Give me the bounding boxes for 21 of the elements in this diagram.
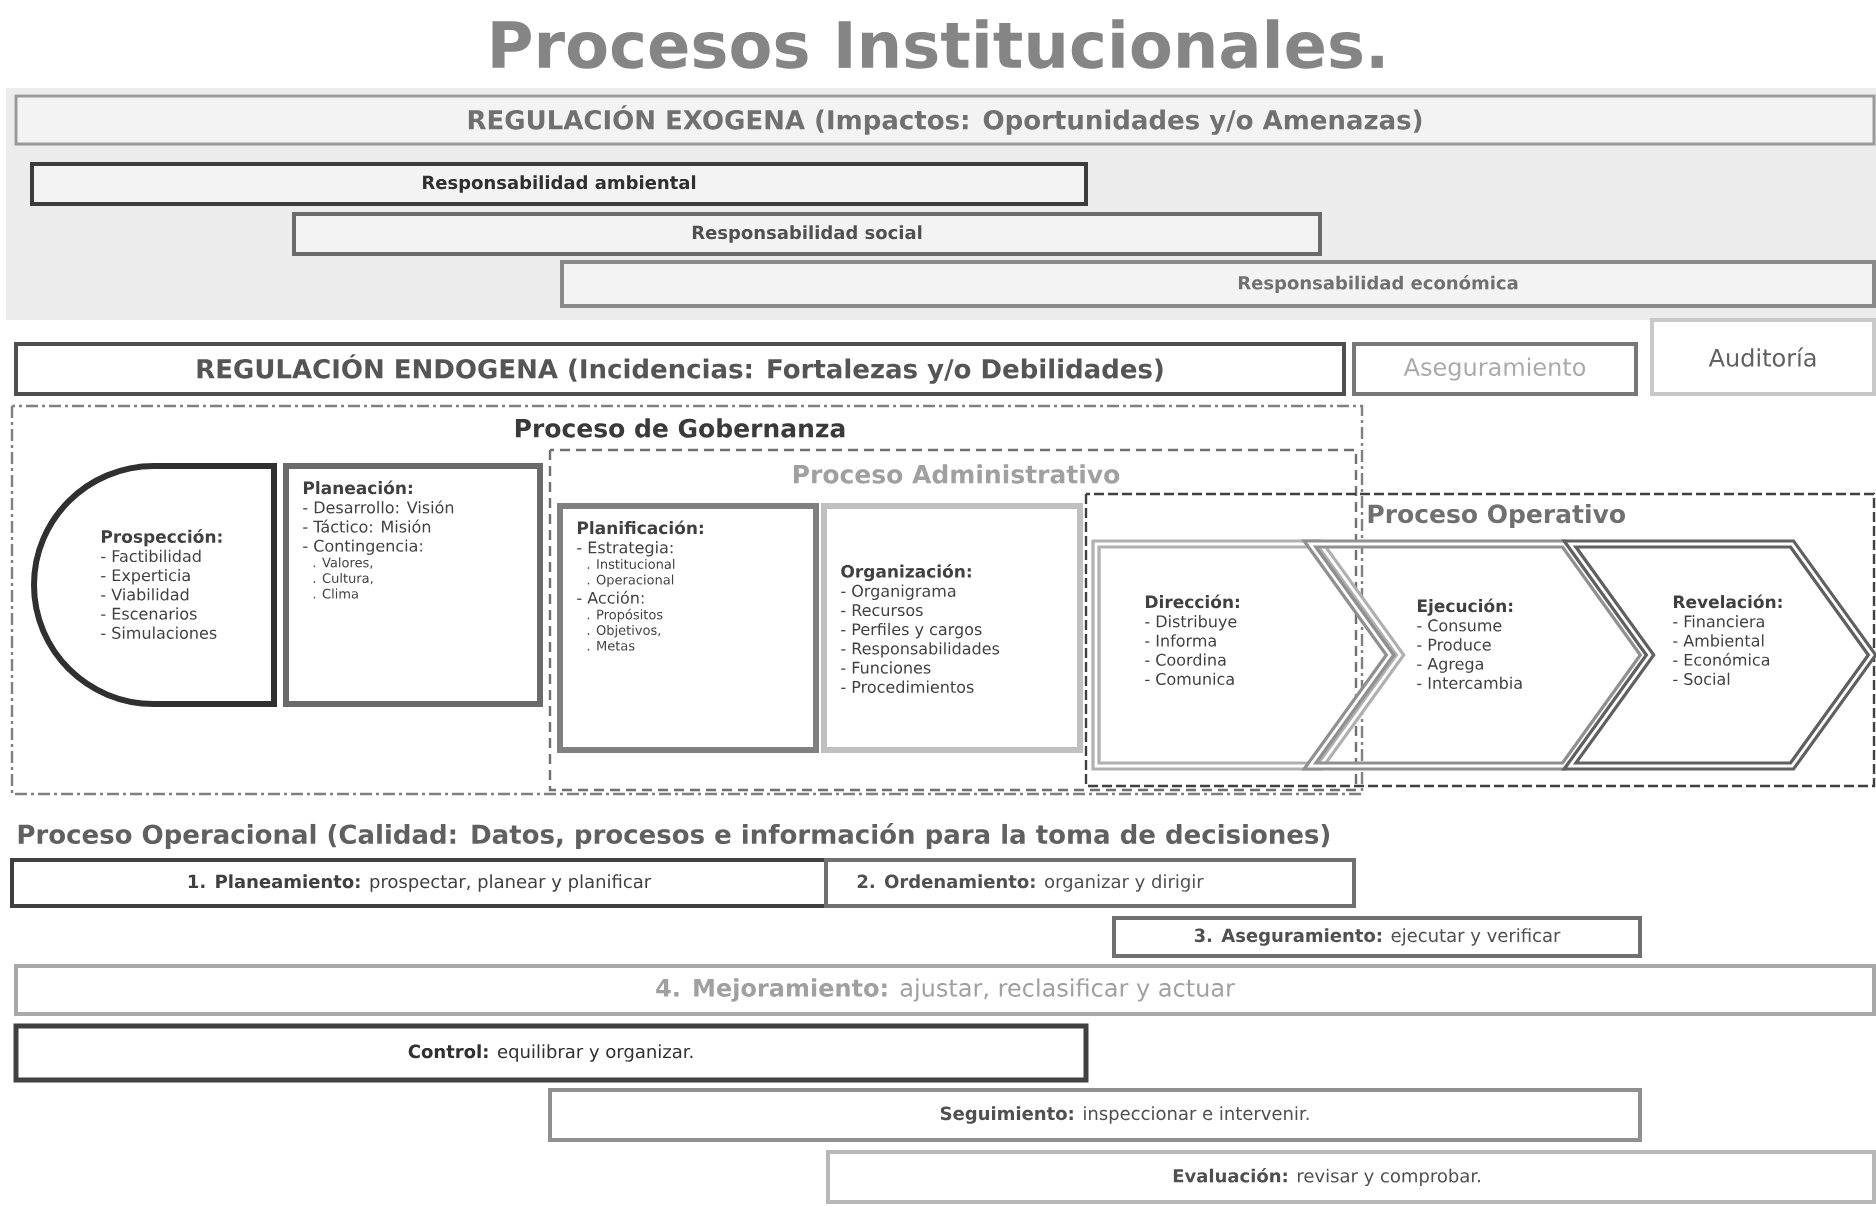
responsibility-bar: Responsabilidad económica: [560, 260, 1876, 308]
half-round-box: Prospección: - Factibilidad - Experticia - Viabilidad - Escenarios - Simulaciones: [31, 463, 277, 707]
chevron-box: Ejecución: - Consume - Produce - Agrega - Intercambia: [1301, 539, 1650, 771]
section-heading: Proceso Operacional (Calidad: Datos, procesos e información para la toma de decisiones): [18, 822, 1330, 850]
stage-bar: 4. Mejoramiento: ajustar, reclasificar y actuar: [14, 964, 1876, 1016]
header-bar: REGULACIÓN EXOGENA (Impactos: Oportunidades y/o Amenazas): [14, 94, 1876, 146]
stage-bar: Seguimiento: inspeccionar e intervenir.: [548, 1088, 1642, 1142]
chevron-box: Dirección: - Distribuye - Informa - Coordina - Comunica: [1091, 539, 1406, 771]
stage-bar: 3. Aseguramiento: ejecutar y verificar: [1112, 916, 1642, 958]
responsibility-bar: Responsabilidad social: [292, 212, 1322, 256]
chevron-box: Revelación: - Financiera - Ambiental - Económica - Social: [1561, 539, 1876, 771]
stage-bar: Evaluación: revisar y comprobar.: [826, 1150, 1876, 1204]
title: Procesos Institucionales.: [492, 19, 1383, 69]
regulation-bar: Auditoría: [1650, 318, 1876, 396]
regulation-bar: REGULACIÓN ENDOGENA (Incidencias: Fortalezas y/o Debilidades): [14, 342, 1346, 396]
stage-bar: 1. Planeamiento: prospectar, planear y planificar: [10, 858, 828, 908]
stage-bar: 2. Ordenamiento: organizar y dirigir: [824, 858, 1356, 908]
regulation-bar: Aseguramiento: [1352, 342, 1638, 396]
process-box: Organización: - Organigrama - Recursos - Perfiles y cargos - Responsabilidades - Funciones - Procedimientos: [821, 503, 1083, 753]
responsibility-bar: Responsabilidad ambiental: [30, 162, 1088, 206]
stage-bar: Control: equilibrar y organizar.: [13, 1023, 1089, 1083]
